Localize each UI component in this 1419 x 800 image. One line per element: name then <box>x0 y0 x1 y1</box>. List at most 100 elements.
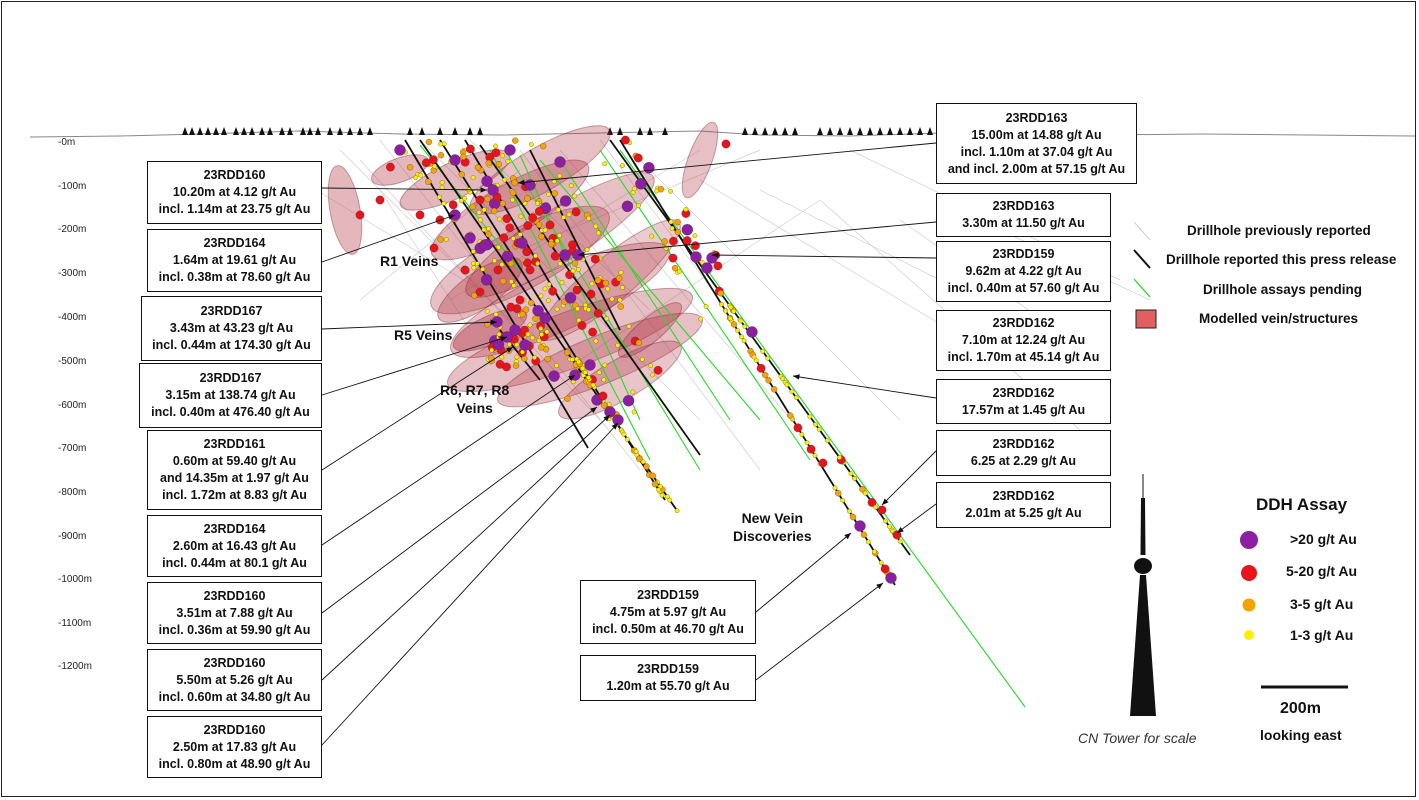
assay-dot <box>484 195 491 203</box>
assay-dot <box>532 305 544 317</box>
assay-dot <box>683 207 689 212</box>
assay-dot <box>651 480 659 488</box>
leader-line <box>321 214 456 263</box>
assay-dot <box>650 372 655 378</box>
tree-icon <box>752 127 758 135</box>
tree-icon <box>259 127 265 135</box>
assay-dot <box>735 328 741 333</box>
tree-icon <box>647 127 653 135</box>
tree-icon <box>917 127 923 135</box>
callout-interval: 1.64m at 19.61 g/t Au <box>172 253 297 267</box>
assay-dot <box>762 371 769 379</box>
assay-dot <box>621 200 634 212</box>
assay-dot <box>582 370 588 375</box>
assay-dot <box>577 321 587 330</box>
assay-dot <box>499 262 505 267</box>
assay-dot <box>818 458 828 468</box>
assay-dot <box>701 262 713 274</box>
tree-icon <box>907 127 913 135</box>
assay-dot <box>636 455 643 463</box>
assay-dot <box>550 251 560 261</box>
leader-line <box>321 374 576 546</box>
pending-drillhole <box>559 159 731 421</box>
tree-icon <box>419 127 425 135</box>
assay-dot <box>616 275 623 282</box>
tree-icon <box>742 127 748 135</box>
assay-dot <box>554 156 566 168</box>
assay-dot <box>570 268 576 274</box>
assay-dot <box>511 283 517 288</box>
assay-dot <box>519 339 531 351</box>
assay-dot <box>691 241 700 251</box>
tree-icon <box>407 127 413 135</box>
assay-dot <box>470 175 476 180</box>
assay-dot <box>804 440 810 446</box>
callout-interval: incl. 1.10m at 37.04 g/t Au <box>960 144 1113 159</box>
assay-dot <box>588 327 597 337</box>
assay-dot <box>478 217 483 223</box>
assay-dot <box>620 163 625 168</box>
assay-legend-title: DDH Assay <box>1256 495 1348 514</box>
assay-dot <box>471 265 477 271</box>
callout-interval: 5.50m at 5.26 g/t Au <box>176 672 293 687</box>
leader-line <box>321 406 598 614</box>
assay-dot <box>484 308 490 314</box>
depth-label: -1200m <box>58 661 92 672</box>
tree-icon <box>637 127 643 135</box>
callout-interval: incl. 0.50m at 46.70 g/t Au <box>592 621 744 636</box>
tree-icon <box>662 127 668 135</box>
assay-dot <box>496 331 502 337</box>
legend-pending-line <box>1133 278 1151 298</box>
assay-dot <box>699 259 705 265</box>
callout-hole-id: 23RDD162 <box>992 437 1055 451</box>
assay-dot <box>653 365 663 375</box>
assay-dot <box>586 289 596 299</box>
legend-release-line <box>1133 249 1151 269</box>
assay-dot <box>479 239 491 251</box>
depth-label: -0m <box>58 137 76 148</box>
assay-dot <box>756 363 766 373</box>
legend-dot-purple <box>1240 531 1258 549</box>
assay-dot <box>548 286 558 296</box>
assay-dot <box>640 459 646 465</box>
tree-icon <box>367 127 373 135</box>
assay-dot <box>518 213 524 219</box>
assay-dot <box>742 324 748 329</box>
assay-dot <box>538 326 544 331</box>
assay-dot <box>807 414 813 419</box>
assay-dot <box>375 195 385 205</box>
tree-icon <box>897 127 903 135</box>
tree-icon <box>452 127 458 135</box>
assay-dot <box>682 236 692 245</box>
callout-interval: incl. 0.40m at 476.40 g/t Au <box>151 405 310 419</box>
assay-dot <box>508 279 514 284</box>
assay-dot <box>554 306 560 312</box>
assay-dot <box>847 508 852 514</box>
assay-dot <box>533 253 538 259</box>
assay-dot <box>681 224 693 236</box>
tree-icon <box>927 127 933 135</box>
assay-dot <box>723 308 729 314</box>
tree-icon <box>213 127 219 135</box>
assay-dot <box>492 258 497 264</box>
assay-dot <box>510 197 515 203</box>
callout-hole-id: 23RDD162 <box>992 489 1055 503</box>
callout-hole-id: 23RDD160 <box>203 588 266 603</box>
callout-interval: incl. 1.72m at 8.83 g/t Au <box>162 488 307 502</box>
assay-dot <box>555 207 561 213</box>
legend-release-label: Drillhole reported this press release <box>1166 252 1397 267</box>
assay-dot <box>620 285 625 290</box>
assay-dot <box>719 301 724 307</box>
assay-dot <box>492 338 505 351</box>
assay-dot <box>497 216 502 222</box>
assay-dot <box>415 210 425 220</box>
assay-dot <box>586 307 591 313</box>
assay-dot <box>813 422 818 427</box>
assay-dot <box>480 266 486 272</box>
assay-dot <box>816 427 822 432</box>
assay-dot <box>505 223 515 233</box>
